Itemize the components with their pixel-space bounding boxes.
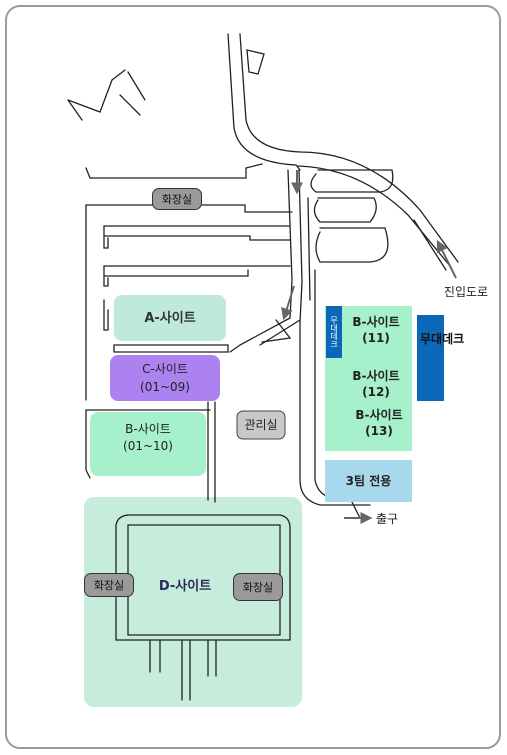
office-building[interactable] — [236, 410, 286, 440]
restroom-top-badge[interactable]: 화장실 — [152, 188, 202, 210]
office-label: 관리실 — [244, 418, 278, 432]
site-c-name: C-사이트 — [142, 362, 188, 376]
site-b13-name: B-사이트 — [355, 408, 403, 422]
site-b11-number: (11) — [362, 331, 390, 345]
small-deck-label: 무대데크 — [329, 316, 339, 348]
entrance-arrow-icon — [436, 239, 457, 279]
site-b13-number: (13) — [365, 424, 393, 438]
site-b12-number: (12) — [362, 385, 390, 399]
exit-label: 출구 — [375, 512, 399, 526]
main-deck-label: 무대데크 — [420, 332, 465, 346]
small-stage-deck[interactable] — [326, 306, 342, 358]
restroom-d-right-badge[interactable]: 화장실 — [233, 573, 283, 601]
d-site-zone — [84, 497, 302, 707]
team3-area[interactable] — [325, 460, 412, 502]
flow-arrow-diagonal-icon — [281, 285, 295, 321]
site-c[interactable] — [110, 355, 220, 401]
site-b-left-name: B-사이트 — [125, 422, 171, 436]
site-b-left[interactable] — [90, 412, 206, 476]
site-b11-name: B-사이트 — [352, 315, 400, 329]
site-c-range: (01~09) — [140, 380, 190, 394]
site-b12-name: B-사이트 — [352, 369, 400, 383]
entrance-road-label: 진입도로 — [443, 285, 489, 299]
main-stage-deck[interactable] — [417, 315, 444, 401]
site-a[interactable] — [114, 295, 226, 341]
site-d-label: D-사이트 — [158, 579, 212, 594]
team3-label: 3팀 전용 — [345, 474, 392, 488]
restroom-d-left-badge[interactable]: 화장실 — [84, 573, 134, 597]
road-outlines — [67, 33, 459, 701]
site-b-left-range: (01~10) — [123, 439, 173, 453]
site-a-label: A-사이트 — [144, 311, 196, 326]
